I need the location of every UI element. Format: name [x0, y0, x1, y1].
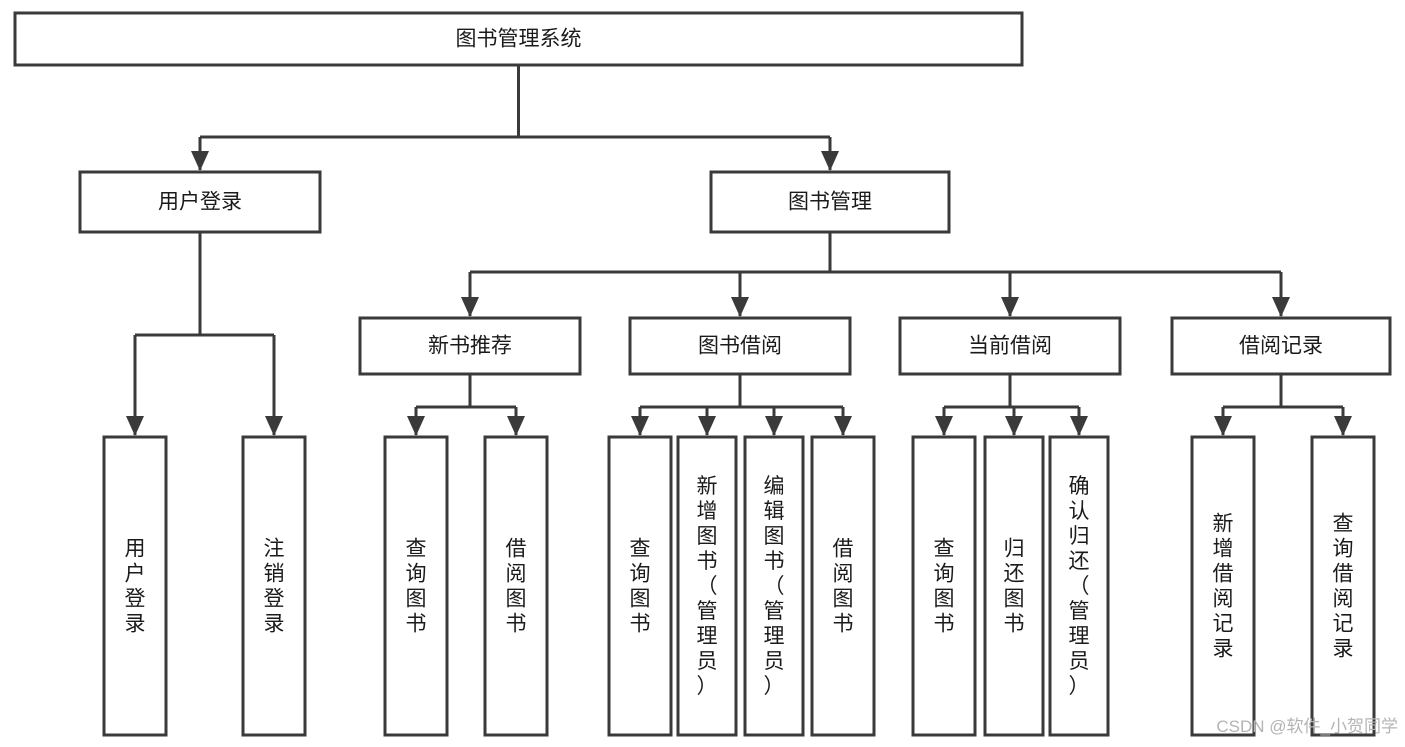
- node-label-leaf-query-book-current: 查询图书: [934, 538, 955, 636]
- node-label-leaf-edit-book-admin: 编辑图书（管理员）: [764, 475, 785, 698]
- nodes-layer: 图书管理系统用户登录图书管理新书推荐图书借阅当前借阅借阅记录用户登录注销登录查询…: [13, 11, 1392, 737]
- node-label-leaf-query-borrow-record: 查询借阅记录: [1333, 513, 1354, 661]
- arrow-head-book-borrow: [731, 297, 749, 317]
- node-label-book-borrow: 图书借阅: [698, 335, 782, 358]
- node-box-user-login: [78, 170, 322, 234]
- node-box-leaf-query-book-borrow: [607, 435, 673, 737]
- arrow-head-leaf-query-book-borrow: [631, 416, 649, 436]
- node-box-leaf-add-book-admin: [676, 435, 738, 737]
- node-label-user-login: 用户登录: [158, 191, 242, 214]
- arrow-head-leaf-add-borrow-record: [1214, 416, 1232, 436]
- arrow-head-leaf-user-login: [126, 416, 144, 436]
- node-label-leaf-return-book: 归还图书: [1004, 538, 1025, 636]
- node-box-current-borrow: [898, 316, 1122, 376]
- node-label-leaf-query-book-recommend: 查询图书: [406, 538, 427, 636]
- node-box-leaf-logout-login: [241, 435, 307, 737]
- node-label-leaf-add-borrow-record: 新增借阅记录: [1213, 513, 1234, 661]
- arrow-head-current-borrow: [1001, 297, 1019, 317]
- node-box-leaf-edit-book-admin: [743, 435, 805, 737]
- node-label-borrow-records: 借阅记录: [1239, 335, 1323, 358]
- node-label-leaf-logout-login: 注销登录: [264, 538, 285, 636]
- node-box-book-borrow: [628, 316, 852, 376]
- node-label-new-book-recommend: 新书推荐: [428, 335, 512, 358]
- arrow-head-leaf-borrow-book-recommend: [507, 416, 525, 436]
- connectors-layer: [126, 65, 1352, 436]
- node-box-leaf-query-borrow-record: [1310, 435, 1376, 737]
- node-box-leaf-user-login: [102, 435, 168, 737]
- arrow-head-leaf-confirm-return-admin: [1070, 416, 1088, 436]
- arrow-head-leaf-query-book-recommend: [407, 416, 425, 436]
- node-label-root: 图书管理系统: [456, 28, 582, 51]
- node-label-book-management: 图书管理: [788, 191, 872, 214]
- node-label-leaf-user-login: 用户登录: [125, 538, 146, 636]
- arrow-head-leaf-query-borrow-record: [1334, 416, 1352, 436]
- node-label-leaf-borrow-book-recommend: 借阅图书: [506, 538, 527, 636]
- node-box-leaf-add-borrow-record: [1190, 435, 1256, 737]
- node-box-book-management: [709, 170, 951, 234]
- node-label-current-borrow: 当前借阅: [968, 335, 1052, 358]
- csdn-watermark: CSDN @软件_小贺同学: [1216, 717, 1398, 736]
- arrow-head-leaf-add-book-admin: [698, 416, 716, 436]
- arrow-head-new-book-recommend: [461, 297, 479, 317]
- arrow-head-book-management: [821, 151, 839, 171]
- arrow-head-leaf-borrow-book: [834, 416, 852, 436]
- node-box-leaf-return-book: [983, 435, 1045, 737]
- arrow-head-leaf-return-book: [1005, 416, 1023, 436]
- node-label-leaf-borrow-book: 借阅图书: [833, 538, 854, 636]
- node-box-root: [13, 11, 1024, 67]
- node-box-leaf-borrow-book-recommend: [483, 435, 549, 737]
- node-label-leaf-confirm-return-admin: 确认归还（管理员）: [1069, 475, 1090, 698]
- arrow-head-borrow-records: [1272, 297, 1290, 317]
- node-label-leaf-add-book-admin: 新增图书（管理员）: [697, 475, 718, 698]
- node-box-new-book-recommend: [358, 316, 582, 376]
- arrow-head-user-login: [191, 151, 209, 171]
- arrow-head-leaf-edit-book-admin: [765, 416, 783, 436]
- node-box-leaf-borrow-book: [810, 435, 876, 737]
- node-label-leaf-query-book-borrow: 查询图书: [630, 538, 651, 636]
- node-box-leaf-confirm-return-admin: [1048, 435, 1110, 737]
- node-box-borrow-records: [1170, 316, 1392, 376]
- node-box-leaf-query-book-current: [911, 435, 977, 737]
- node-box-leaf-query-book-recommend: [383, 435, 449, 737]
- arrow-head-leaf-logout-login: [265, 416, 283, 436]
- arrow-head-leaf-query-book-current: [935, 416, 953, 436]
